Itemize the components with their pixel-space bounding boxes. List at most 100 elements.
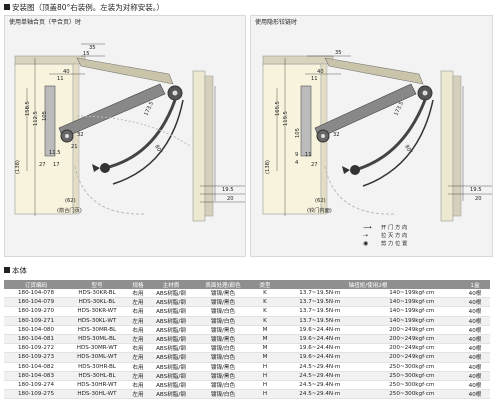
cell-order-code: 180-109-273 [4, 352, 68, 363]
cell-type: K [254, 316, 276, 326]
cell-material: ABS树脂/钢 [150, 297, 192, 308]
dim-158-5: 158.5 [25, 101, 31, 116]
cell-type: K [254, 297, 276, 308]
cell-model: HDS-30MR-BL [68, 325, 126, 335]
cell-torque-nm: 24.5~29.4N·m [276, 362, 364, 372]
cell-spec: 右用 [126, 306, 150, 317]
cell-type: M [254, 334, 276, 345]
cell-torque-nm: 24.5~29.4N·m [276, 371, 364, 381]
spec-title-text: 本体 [12, 266, 27, 275]
section-square-icon [4, 267, 10, 273]
cell-order-code: 180-109-272 [4, 343, 68, 354]
section-square-icon [4, 4, 10, 10]
cell-model: HDS-30HR-BL [68, 362, 126, 372]
legend-label: 拉 灭 方 向 [381, 233, 408, 239]
cell-type: K [254, 306, 276, 317]
cell-spec: 左用 [126, 371, 150, 381]
dim-20: 20 [227, 196, 234, 202]
cell-spec: 右用 [126, 380, 150, 391]
cell-finish: 镀镍/黑色 [192, 371, 254, 381]
cell-type: M [254, 325, 276, 335]
dim-138: (138) [15, 160, 21, 174]
cell-order-code: 180-104-078 [4, 289, 68, 299]
cell-material: ABS树脂/钢 [150, 380, 192, 391]
dim-19-5: 19.5 [470, 187, 482, 193]
cell-material: ABS树脂/钢 [150, 325, 192, 335]
cell-finish: 镀镍/白色 [192, 306, 254, 317]
cell-finish: 镀镍/白色 [192, 389, 254, 400]
cell-box: 40根 [460, 297, 490, 308]
left-diagram-panel: 使用单轴合页（平合页）时 35 [4, 15, 246, 257]
cell-type: M [254, 343, 276, 354]
dim-32: 32 [77, 132, 84, 138]
col-model: 型号 [68, 280, 126, 289]
cell-model: HDS-30KR-WT [68, 306, 126, 317]
cell-model: HDS-30ML-BL [68, 334, 126, 345]
cell-spec: 右用 [126, 343, 150, 354]
cell-type: H [254, 371, 276, 381]
dim-35: 35 [335, 50, 342, 56]
table-header-row: 订货编码 型号 规格 主材质 表面处理/颜色 类型 轴扭矩/使用2根 1盒 [4, 280, 490, 289]
cell-model: HDS-30ML-WT [68, 352, 126, 363]
cell-type: H [254, 362, 276, 372]
cell-material: ABS树脂/钢 [150, 316, 192, 326]
dim-21: 21 [71, 144, 78, 150]
cell-model: HDS-30KR-BL [68, 289, 126, 299]
cell-spec: 右用 [126, 289, 150, 299]
cell-spec: 左用 [126, 316, 150, 326]
dim-165-5: 165.5 [275, 101, 281, 116]
dim-11-5: 11.5 [49, 150, 61, 156]
left-note: (箭合门页) [57, 206, 82, 214]
cell-torque-kgf: 250~300kgf·cm [363, 371, 460, 381]
legend-row: ◉剪 力 位 置 [363, 240, 407, 248]
col-box: 1盒 [460, 280, 490, 289]
left-install-diagram: 35 15 40 11 158.5 112.5 105 32 21 (138) … [14, 43, 245, 222]
cell-torque-nm: 13.7~19.5N·m [276, 316, 364, 326]
cell-torque-kgf: 250~300kgf·cm [363, 389, 460, 400]
dim-40: 40 [63, 69, 70, 75]
cell-model: HDS-30HR-WT [68, 380, 126, 391]
dim-173-5: 173.5 [393, 101, 405, 117]
dim-27: 27 [311, 162, 318, 168]
dim-19-5: 19.5 [222, 187, 234, 193]
cell-material: ABS树脂/钢 [150, 343, 192, 354]
cell-order-code: 180-109-271 [4, 316, 68, 326]
cell-type: H [254, 380, 276, 391]
cell-finish: 镀镍/白色 [192, 352, 254, 363]
cell-torque-nm: 13.7~19.5N·m [276, 297, 364, 308]
dim-15: 15 [83, 51, 90, 57]
cell-box: 40根 [460, 389, 490, 400]
dim-62: (62) [65, 198, 76, 204]
cell-box: 40根 [460, 371, 490, 381]
cell-model: HDS-30MR-WT [68, 343, 126, 354]
cell-material: ABS树脂/钢 [150, 362, 192, 372]
force-position-dot-icon: ◉ [363, 240, 369, 247]
dim-9: 9 [295, 152, 298, 158]
cell-torque-kgf: 140~199kgf·cm [363, 289, 460, 299]
cell-box: 40根 [460, 343, 490, 354]
cell-order-code: 180-104-080 [4, 325, 68, 335]
cell-order-code: 180-104-082 [4, 362, 68, 372]
cell-torque-kgf: 200~249kgf·cm [363, 325, 460, 335]
cell-torque-kgf: 200~249kgf·cm [363, 352, 460, 363]
cell-type: K [254, 289, 276, 299]
cell-torque-kgf: 250~300kgf·cm [363, 380, 460, 391]
dim-27: 27 [39, 162, 46, 168]
cell-box: 40根 [460, 325, 490, 335]
cell-torque-kgf: 200~249kgf·cm [363, 334, 460, 345]
col-spec: 规格 [126, 280, 150, 289]
spec-section-title: 本体 [4, 266, 27, 276]
col-type: 类型 [254, 280, 276, 289]
cell-material: ABS树脂/钢 [150, 389, 192, 400]
cell-torque-kgf: 250~300kgf·cm [363, 362, 460, 372]
cell-model: HDS-30HL-BL [68, 371, 126, 381]
cell-order-code: 180-109-270 [4, 306, 68, 317]
